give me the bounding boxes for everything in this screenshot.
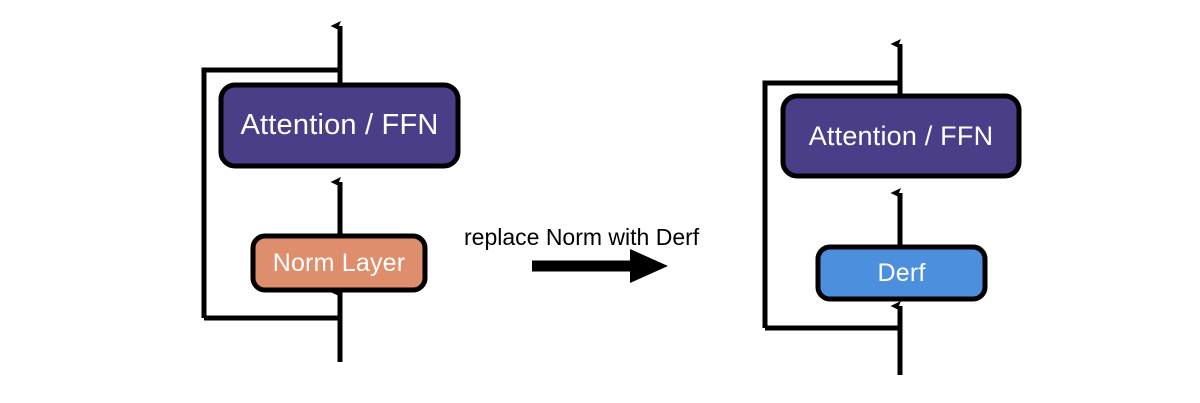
left-norm-layer-box[interactable] [250,233,428,293]
right-attention-ffn-box[interactable] [780,93,1022,179]
transform-arrow-shaft [532,260,630,272]
right-residual-connection [762,80,900,328]
transform-arrow-group [532,249,668,283]
left-block-group [201,21,461,362]
transform-arrow-caption: replace Norm with Derf [464,224,700,250]
left-residual-connection [201,67,340,318]
right-derf-box[interactable] [815,244,988,302]
transform-arrow-head [630,249,668,283]
left-attention-ffn-box[interactable] [218,82,461,169]
right-block-group [762,39,1022,375]
